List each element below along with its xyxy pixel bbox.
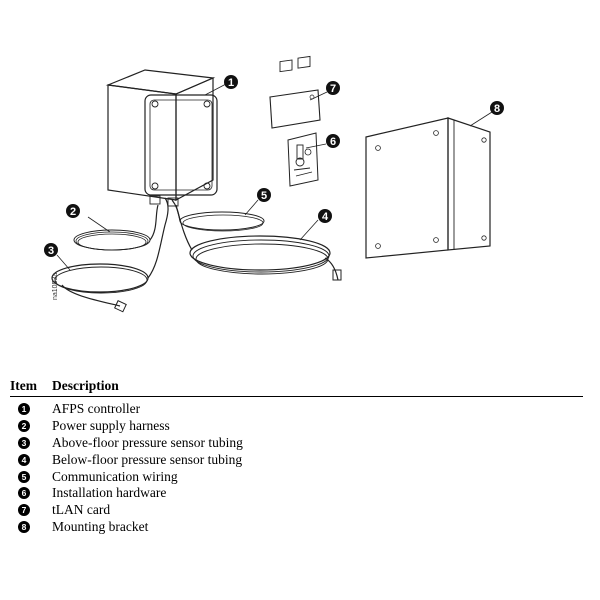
above-floor-tubing-drawing	[51, 197, 169, 313]
callout-7: 7	[326, 81, 340, 95]
communication-wiring-drawing	[171, 199, 265, 232]
table-row: 5 Communication wiring	[10, 468, 583, 485]
table-row: 8 Mounting bracket	[10, 519, 583, 536]
row-description: Installation hardware	[52, 485, 167, 501]
row-description: Mounting bracket	[52, 518, 149, 534]
parts-illustration: 1 2 3 4 5 6 7 8 na1053a	[44, 55, 504, 313]
callout-4: 4	[318, 209, 332, 223]
afps-controller-drawing	[105, 69, 218, 207]
row-description: Below-floor pressure sensor tubing	[52, 451, 243, 467]
callout-8: 8	[490, 101, 504, 115]
callout-6: 6	[326, 134, 340, 148]
tlan-card-drawing	[269, 55, 321, 129]
item-number-badge: 8	[18, 520, 30, 533]
item-number-badge: 2	[18, 420, 30, 433]
table-row: 2 Power supply harness	[10, 418, 583, 435]
below-floor-tubing-drawing	[175, 204, 342, 281]
row-description: AFPS controller	[52, 401, 141, 417]
svg-text:6: 6	[330, 136, 336, 148]
callout-1: 1	[224, 75, 238, 89]
svg-text:4: 4	[322, 211, 329, 223]
svg-text:5: 5	[261, 190, 267, 202]
power-supply-harness-drawing	[73, 204, 159, 251]
item-number-badge: 1	[18, 403, 30, 416]
header-description: Description	[52, 378, 119, 393]
table-row: 1 AFPS controller	[10, 401, 583, 418]
row-description: Communication wiring	[52, 468, 178, 484]
item-number-badge: 3	[18, 436, 30, 449]
table-header: Item Description	[10, 376, 583, 397]
svg-text:2: 2	[70, 206, 76, 218]
svg-text:8: 8	[494, 103, 500, 115]
callout-2: 2	[66, 204, 80, 218]
svg-text:3: 3	[48, 245, 54, 257]
table-row: 4 Below-floor pressure sensor tubing	[10, 451, 583, 468]
item-number-badge: 5	[18, 470, 30, 483]
table-body: 1 AFPS controller 2 Power supply harness…	[10, 397, 583, 535]
parts-table: Item Description 1 AFPS controller 2 Pow…	[10, 376, 583, 535]
item-number-badge: 4	[18, 453, 30, 466]
row-description: Above-floor pressure sensor tubing	[52, 434, 243, 450]
item-number-badge: 7	[18, 504, 30, 517]
leader-lines	[56, 83, 493, 271]
header-item: Item	[10, 378, 37, 393]
table-row: 6 Installation hardware	[10, 485, 583, 502]
table-row: 7 tLAN card	[10, 502, 583, 519]
figure-id: na1053a	[52, 273, 59, 300]
item-number-badge: 6	[18, 487, 30, 500]
mounting-bracket-drawing	[365, 117, 491, 259]
row-description: tLAN card	[52, 502, 111, 518]
row-description: Power supply harness	[52, 418, 170, 434]
svg-text:1: 1	[228, 77, 234, 89]
table-row: 3 Above-floor pressure sensor tubing	[10, 435, 583, 452]
callout-5: 5	[257, 188, 271, 202]
installation-hardware-drawing	[287, 132, 319, 187]
svg-text:7: 7	[330, 83, 336, 95]
callout-3: 3	[44, 243, 58, 257]
